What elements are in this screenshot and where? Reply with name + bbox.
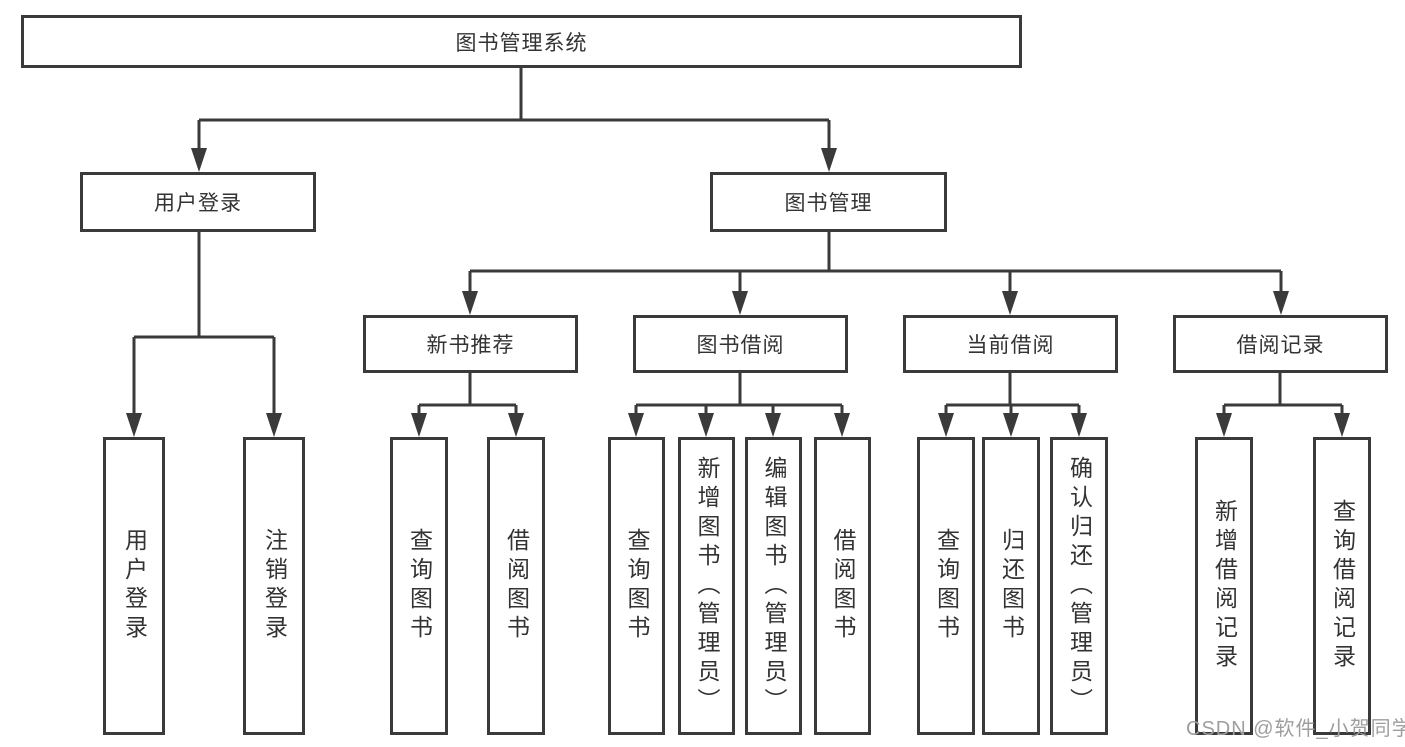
leaf-borrow-borrow: 借阅图书	[814, 437, 871, 735]
leaf-current-query: 查询图书	[917, 437, 975, 735]
arrowhead	[411, 413, 427, 437]
node-root: 图书管理系统	[21, 15, 1022, 68]
arrowhead	[765, 413, 781, 437]
watermark: CSDN @软件_小贺同学	[1186, 718, 1405, 740]
leaf-newbook-query: 查询图书	[390, 437, 448, 735]
arrowhead	[938, 413, 954, 437]
leaf-borrow-edit-admin: 编辑图书（管理员）	[745, 437, 802, 735]
node-user-login: 用户登录	[80, 172, 316, 232]
arrowhead	[1273, 291, 1289, 315]
leaf-current-return: 归还图书	[982, 437, 1040, 735]
node-book-borrow: 图书借阅	[633, 315, 848, 373]
arrowhead	[628, 413, 644, 437]
leaf-logout: 注销登录	[243, 437, 305, 735]
arrowhead	[732, 291, 748, 315]
leaf-user-login: 用户登录	[103, 437, 165, 735]
leaf-record-query: 查询借阅记录	[1313, 437, 1371, 735]
node-current-borrow: 当前借阅	[903, 315, 1118, 373]
arrowhead	[191, 148, 207, 172]
arrowhead	[508, 413, 524, 437]
arrowheads	[126, 148, 1350, 437]
node-book-management: 图书管理	[710, 172, 947, 232]
leaf-borrow-add-admin: 新增图书（管理员）	[678, 437, 735, 735]
node-new-book-recommend: 新书推荐	[363, 315, 578, 373]
leaf-record-add: 新增借阅记录	[1195, 437, 1253, 735]
arrowhead	[126, 413, 142, 437]
arrowhead	[266, 413, 282, 437]
leaf-current-confirm-admin: 确认归还（管理员）	[1050, 437, 1108, 735]
arrowhead	[1334, 413, 1350, 437]
arrowhead	[462, 291, 478, 315]
arrowhead	[834, 413, 850, 437]
arrowhead	[1071, 413, 1087, 437]
leaf-borrow-query: 查询图书	[608, 437, 665, 735]
leaf-newbook-borrow: 借阅图书	[487, 437, 545, 735]
arrowhead	[698, 413, 714, 437]
arrowhead	[1216, 413, 1232, 437]
node-borrow-record: 借阅记录	[1173, 315, 1388, 373]
arrowhead	[1002, 291, 1018, 315]
arrowhead	[1003, 413, 1019, 437]
arrowhead	[821, 148, 837, 172]
connector-path	[132, 68, 1344, 432]
